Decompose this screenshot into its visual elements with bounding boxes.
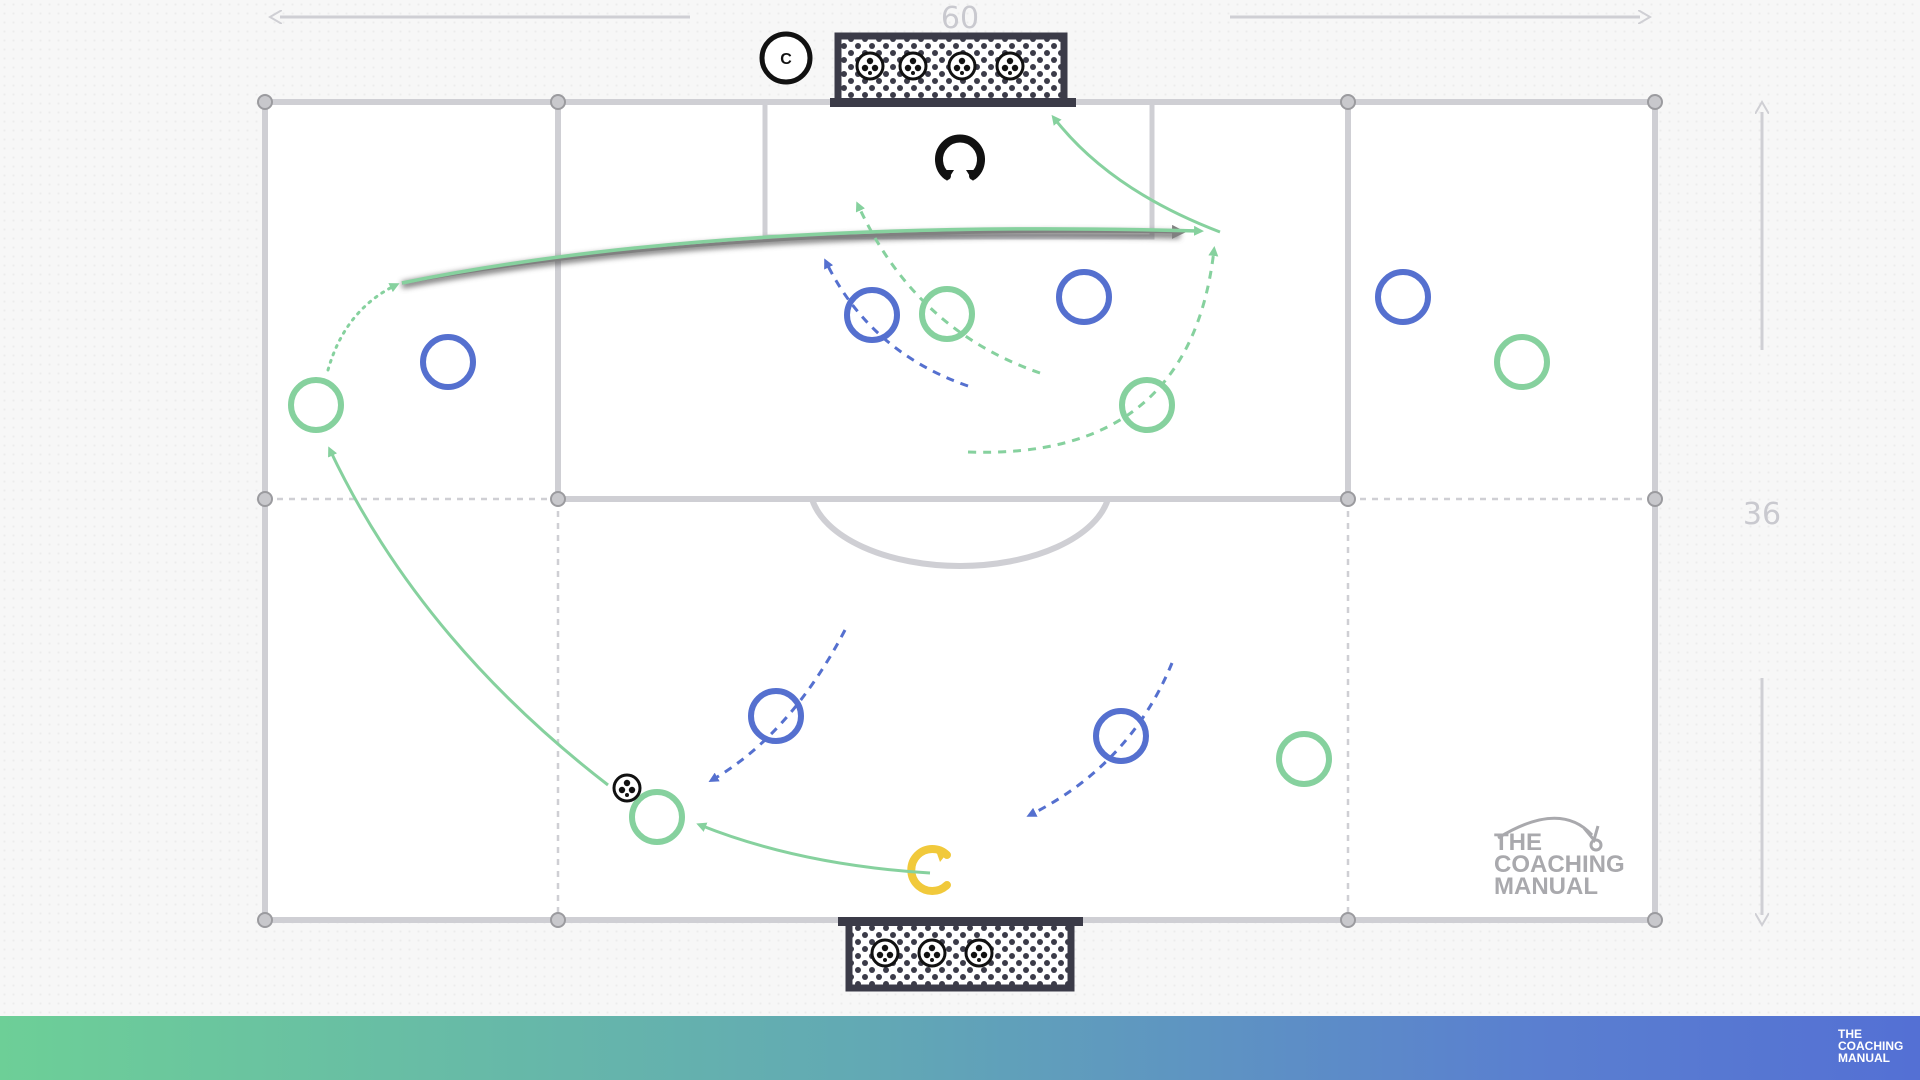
height-label: 36 (1743, 497, 1781, 532)
shot-arrow (1051, 114, 1221, 234)
green-player (629, 789, 685, 845)
brand-line2: COACHING (1494, 851, 1625, 878)
server-rotate-icon (907, 845, 951, 895)
run-dashed-right (967, 246, 1219, 454)
brand-logo-icon: THE COACHING MANUAL (1494, 816, 1625, 900)
bottom-goal-icon (838, 917, 1083, 992)
top-goal-icon (830, 32, 1076, 107)
brand-line1: THE (1494, 829, 1542, 856)
blue-player (1056, 269, 1112, 325)
goalkeeper-rotate-icon (935, 134, 985, 181)
footer-brand-line1: THE (1838, 1027, 1862, 1041)
defender-run-left (708, 629, 847, 783)
long-pass-arrow (401, 225, 1204, 285)
blue-player (420, 334, 476, 390)
footer-brand-logo-icon: THE COACHING MANUAL (1838, 1028, 1910, 1064)
coach-label: C (780, 51, 792, 68)
width-label: 60 (941, 1, 979, 36)
footer-gradient-bar: THE COACHING MANUAL (0, 1016, 1920, 1080)
pass-arrow-from-server (696, 822, 931, 875)
movement-paths (326, 114, 1221, 875)
blue-team (420, 269, 1431, 764)
green-team (288, 286, 1550, 845)
ball-icon (612, 773, 642, 803)
footer-brand-line2: COACHING (1838, 1039, 1904, 1053)
blue-player (844, 287, 900, 343)
brand-line3: MANUAL (1494, 873, 1598, 900)
defender-run-right (1026, 662, 1174, 817)
green-player (919, 286, 975, 342)
green-player (288, 377, 344, 433)
run-dashed-center (855, 201, 1041, 375)
blue-player (1375, 269, 1431, 325)
footer-brand-line3: MANUAL (1838, 1051, 1890, 1065)
height-dimension: 36 (1743, 112, 1781, 915)
pass-arrow-left-wing (328, 446, 609, 787)
coach-icon: C (759, 31, 813, 85)
blue-player (1093, 708, 1149, 764)
green-player (1276, 731, 1332, 787)
green-player (1494, 334, 1550, 390)
width-dimension: 60 (280, 1, 1640, 36)
blue-player (748, 688, 804, 744)
run-dotted-left (326, 283, 400, 372)
pitch (257, 94, 1663, 928)
green-player (1119, 377, 1175, 433)
